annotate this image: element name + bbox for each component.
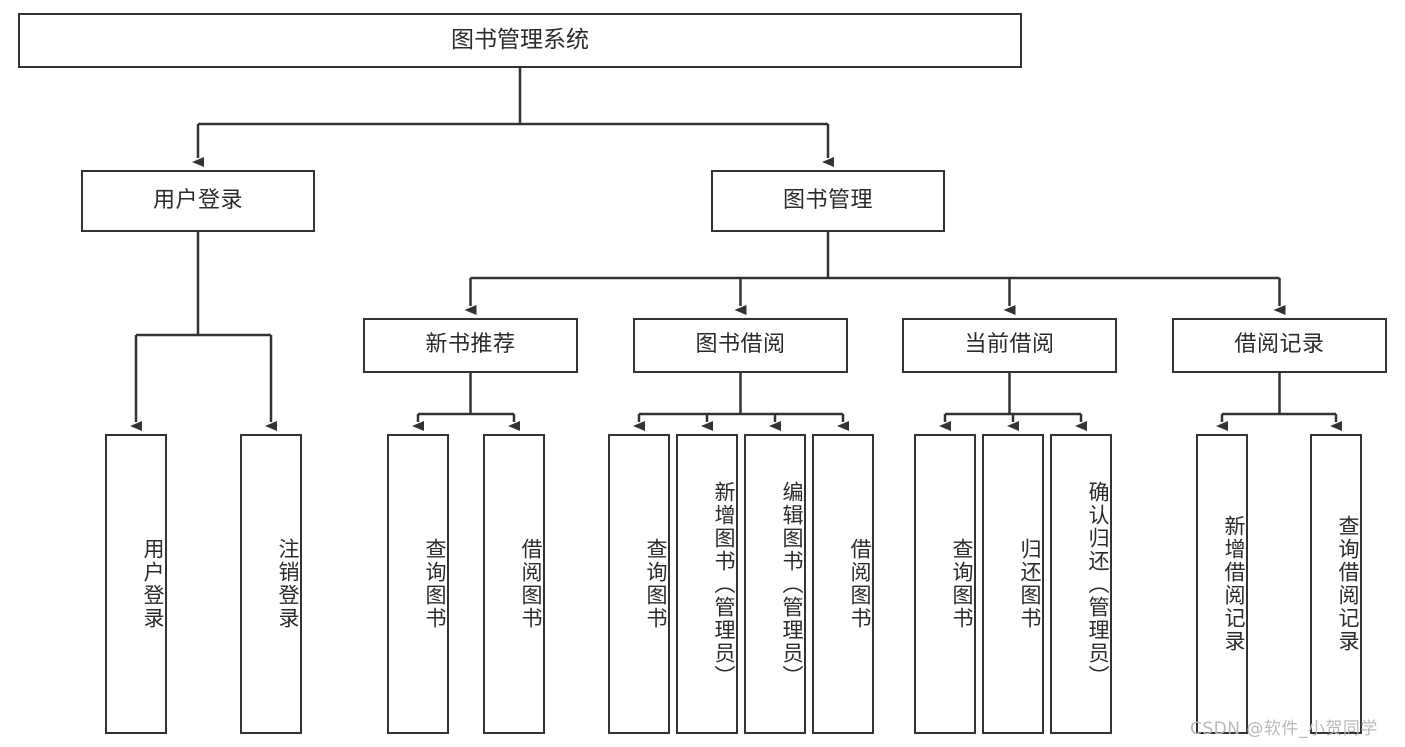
node-user-login[interactable]: 用户登录 xyxy=(81,170,315,232)
leaf-label: 查询图书 xyxy=(644,538,668,630)
node-leaf-logout[interactable]: 注销登录 xyxy=(240,434,302,734)
node-current-borrow[interactable]: 当前借阅 xyxy=(902,318,1117,373)
leaf-label: 新增借阅记录 xyxy=(1222,515,1246,653)
node-book-manage[interactable]: 图书管理 xyxy=(711,170,945,232)
leaf-label: 用户登录 xyxy=(141,538,165,630)
node-root[interactable]: 图书管理系统 xyxy=(18,13,1022,68)
node-leaf-borrow-book-2[interactable]: 借阅图书 xyxy=(812,434,874,734)
leaf-label: 编辑图书（管理员） xyxy=(780,480,804,688)
leaf-label: 确认归还（管理员） xyxy=(1086,480,1110,688)
node-new-book-recommend[interactable]: 新书推荐 xyxy=(363,318,578,373)
node-leaf-edit-book[interactable]: 编辑图书（管理员） xyxy=(744,434,806,734)
leaf-label: 查询图书 xyxy=(423,538,447,630)
node-leaf-user-login[interactable]: 用户登录 xyxy=(105,434,167,734)
leaf-label: 借阅图书 xyxy=(519,538,543,630)
csdn-watermark: CSDN @软件_小贺同学 xyxy=(1190,719,1378,739)
node-leaf-borrow-book-1[interactable]: 借阅图书 xyxy=(483,434,545,734)
node-leaf-confirm-return[interactable]: 确认归还（管理员） xyxy=(1050,434,1112,734)
node-leaf-query-book-2[interactable]: 查询图书 xyxy=(608,434,670,734)
node-leaf-add-record[interactable]: 新增借阅记录 xyxy=(1196,434,1248,734)
leaf-label: 查询借阅记录 xyxy=(1336,515,1360,653)
leaf-label: 借阅图书 xyxy=(848,538,872,630)
node-leaf-return-book[interactable]: 归还图书 xyxy=(982,434,1044,734)
leaf-label: 查询图书 xyxy=(950,538,974,630)
node-leaf-query-book-1[interactable]: 查询图书 xyxy=(387,434,449,734)
node-leaf-query-book-3[interactable]: 查询图书 xyxy=(914,434,976,734)
node-borrow-record[interactable]: 借阅记录 xyxy=(1172,318,1387,373)
leaf-label: 归还图书 xyxy=(1018,538,1042,630)
leaf-label: 新增图书（管理员） xyxy=(712,480,736,688)
node-leaf-add-book[interactable]: 新增图书（管理员） xyxy=(676,434,738,734)
leaf-label: 注销登录 xyxy=(276,538,300,630)
node-book-borrow[interactable]: 图书借阅 xyxy=(633,318,848,373)
node-leaf-query-record[interactable]: 查询借阅记录 xyxy=(1310,434,1362,734)
